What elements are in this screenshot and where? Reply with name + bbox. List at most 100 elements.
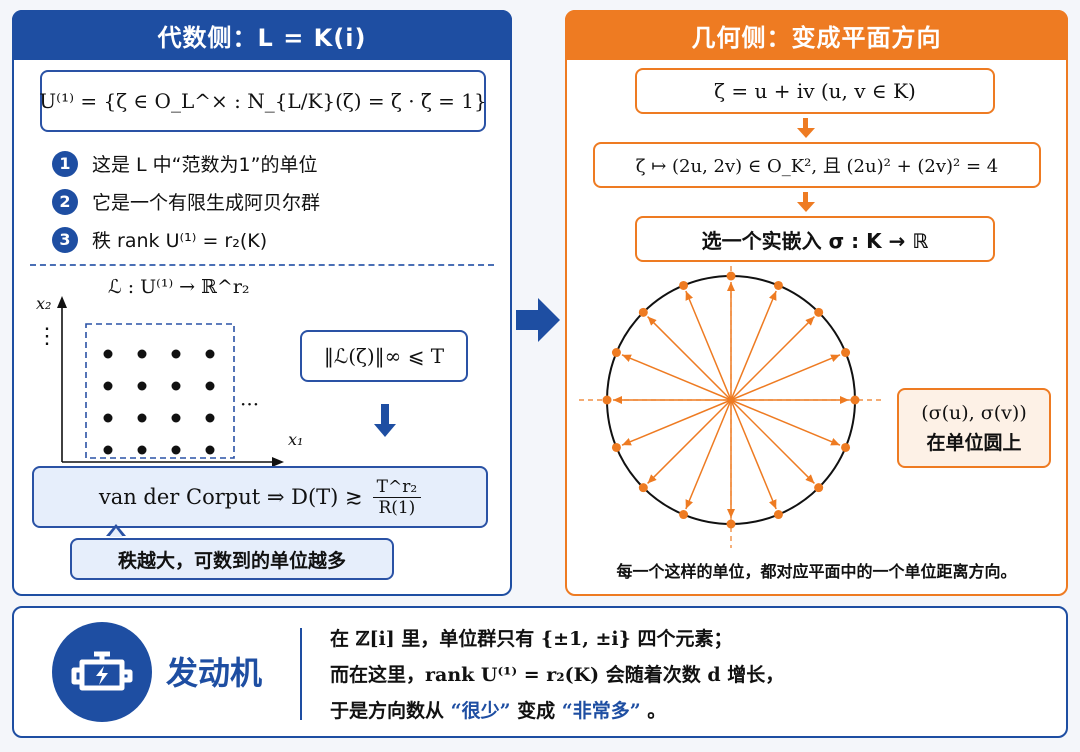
- fraction-denominator: R(1): [378, 497, 416, 518]
- lattice-point: [103, 381, 113, 391]
- norm-bound-box: ‖ℒ(ζ)‖∞ ⩽ T: [300, 330, 468, 382]
- arrow-down-icon: [803, 118, 808, 128]
- circle-note-box: (σ(u), σ(v)) 在单位圆上: [897, 388, 1051, 468]
- unit-point: [841, 348, 851, 358]
- vertical-divider: [300, 628, 302, 720]
- bounded-region: [85, 323, 235, 459]
- circle-note-formula: (σ(u), σ(v)): [921, 401, 1027, 424]
- number-badge-3: 3: [52, 226, 78, 253]
- direction-arrow: [730, 399, 777, 510]
- step-real-embedding: 选一个实嵌入 σ : K → ℝ: [635, 216, 995, 262]
- y-axis-arrowhead: [57, 296, 67, 308]
- lattice-point: [103, 445, 113, 455]
- lattice-point: [205, 381, 215, 391]
- callout-text: 秩越大，可数到的单位越多: [117, 549, 346, 572]
- callout-pointer-fill: [109, 528, 123, 537]
- line3-prefix: 于是方向数从: [330, 700, 445, 722]
- direction-arrow: [730, 399, 841, 446]
- unit-point: [638, 483, 648, 493]
- step2-text: ζ ↦ (2u, 2v) ∈ O_K², 且 (2u)² + (2v)² = 4: [635, 156, 999, 177]
- step3-text: 选一个实嵌入 σ : K → ℝ: [701, 228, 929, 253]
- lattice-plot: [57, 296, 284, 467]
- unit-point: [841, 442, 851, 452]
- number-badge-1: 1: [52, 150, 78, 177]
- unit-point: [773, 280, 783, 290]
- vertical-ellipsis: ⋮: [36, 324, 58, 349]
- engine-label: 发动机: [166, 654, 263, 692]
- unit-point: [726, 271, 736, 281]
- geometry-panel: 几何侧：变成平面方向 ζ = u + iv (u, v ∈ K) ζ ↦ (2u…: [565, 10, 1068, 596]
- engine-icon: [52, 622, 152, 722]
- lattice-point: [205, 445, 215, 455]
- unit-point: [611, 348, 621, 358]
- x-axis-arrowhead: [272, 457, 284, 467]
- unit-point: [814, 307, 824, 317]
- direction-arrow: [621, 354, 732, 401]
- lattice-point: [103, 413, 113, 423]
- unit-circle-diagram: [579, 266, 883, 548]
- list-item-text: 它是一个有限生成阿贝尔群: [92, 192, 321, 214]
- engine-line-3: 于是方向数从 “很少” 变成 “非常多” 。: [330, 696, 666, 723]
- list-item-text: 这是 L 中“范数为1”的单位: [92, 154, 318, 176]
- x-axis-label: x₁: [288, 430, 304, 449]
- section-divider: [30, 264, 494, 266]
- lattice-point: [205, 349, 215, 359]
- geometry-title-text: 几何侧：变成平面方向: [691, 23, 942, 52]
- geometry-caption: 每一个这样的单位，都对应平面中的一个单位距离方向。: [616, 562, 1017, 581]
- horizontal-ellipsis: ···: [240, 392, 260, 416]
- unit-point: [638, 307, 648, 317]
- direction-arrow: [730, 399, 815, 484]
- direction-arrow: [621, 399, 732, 446]
- engine-line-2: 而在这里，rank U⁽¹⁾ = r₂(K) 会随着次数 d 增长，: [330, 664, 785, 686]
- highlight-many: “非常多”: [561, 700, 641, 722]
- lattice-point: [205, 413, 215, 423]
- engine-line-1: 在 ℤ[i] 里，单位群只有 {±1, ±i} 四个元素；: [330, 628, 733, 650]
- direction-arrow: [730, 316, 815, 401]
- step1-text: ζ = u + iv (u, v ∈ K): [714, 79, 916, 103]
- arrow-down-icon: [797, 128, 815, 138]
- line3-middle: 变成: [517, 700, 556, 722]
- y-axis-label: x₂: [36, 294, 52, 313]
- direction-arrow: [647, 316, 732, 401]
- corput-text: van der Corput ⇒ D(T) ≳: [98, 485, 363, 509]
- lattice-point: [137, 445, 147, 455]
- geometry-panel-title: 几何侧：变成平面方向: [565, 10, 1068, 60]
- lattice-point: [171, 349, 181, 359]
- unit-point: [773, 510, 783, 520]
- fraction-numerator: T^r₂: [372, 477, 422, 498]
- unit-point: [850, 395, 860, 405]
- list-item-text: 秩 rank U⁽¹⁾ = r₂(K): [92, 230, 268, 252]
- line3-end: 。: [647, 700, 667, 722]
- lattice-point: [171, 381, 181, 391]
- norm-bound-text: ‖ℒ(ζ)‖∞ ⩽ T: [323, 344, 445, 368]
- unit-group-definition: U⁽¹⁾ = {ζ ∈ O_L^× : N_{L/K}(ζ) = ζ · ζ̄ …: [39, 70, 487, 132]
- arrow-right-icon: [516, 298, 560, 342]
- definition-text: U⁽¹⁾ = {ζ ∈ O_L^× : N_{L/K}(ζ) = ζ · ζ̄ …: [39, 89, 487, 113]
- algebra-panel: 代数侧：L = K(i) U⁽¹⁾ = {ζ ∈ O_L^× : N_{L/K}…: [12, 10, 512, 596]
- direction-vectors: [602, 271, 860, 529]
- unit-point: [679, 280, 689, 290]
- algebra-panel-title: 代数侧：L = K(i): [12, 10, 512, 60]
- step-decomposition: ζ = u + iv (u, v ∈ K): [635, 68, 995, 114]
- callout-bubble: 秩越大，可数到的单位越多: [70, 538, 394, 580]
- lattice-point: [137, 349, 147, 359]
- direction-arrow: [730, 290, 777, 401]
- unit-point: [602, 395, 612, 405]
- unit-point: [679, 510, 689, 520]
- highlight-few: “很少”: [450, 700, 511, 722]
- step-lattice-map: ζ ↦ (2u, 2v) ∈ O_K², 且 (2u)² + (2v)² = 4: [593, 142, 1041, 188]
- algebra-title-text: 代数侧：L = K(i): [157, 23, 367, 52]
- lattice-points: [103, 349, 215, 455]
- direction-arrow: [685, 290, 732, 401]
- map-label: ℒ : U⁽¹⁾ → ℝ^r₂: [108, 276, 250, 298]
- number-badge-2: 2: [52, 188, 78, 215]
- arrow-down-icon: [374, 404, 396, 437]
- direction-arrow: [730, 354, 841, 401]
- lattice-point: [137, 381, 147, 391]
- arrow-down-icon: [803, 192, 808, 202]
- list-item: 1 这是 L 中“范数为1”的单位: [52, 150, 317, 177]
- list-item: 2 它是一个有限生成阿贝尔群: [52, 188, 320, 215]
- corput-box: van der Corput ⇒ D(T) ≳ T^r₂ R(1): [32, 466, 488, 528]
- circle-note-text: 在单位圆上: [926, 431, 1022, 454]
- engine-panel: 发动机 在 ℤ[i] 里，单位群只有 {±1, ±i} 四个元素； 而在这里，r…: [12, 606, 1068, 738]
